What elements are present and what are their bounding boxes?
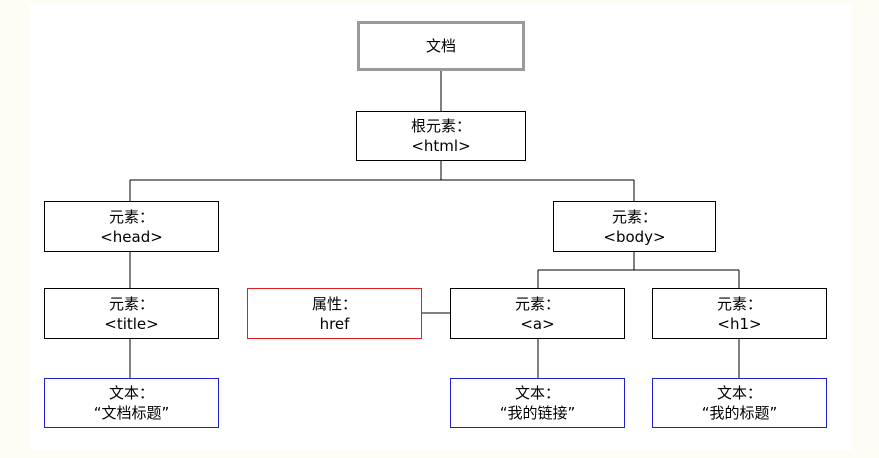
a-text-node: 文本： “我的链接” <box>450 378 625 428</box>
h1-node-tag: <h1> <box>717 314 762 333</box>
html-root-node: 根元素： <html> <box>356 111 526 161</box>
href-node-type: 属性： <box>311 294 357 313</box>
h1-node: 元素： <h1> <box>652 288 827 339</box>
h1-text-node: 文本： “我的标题” <box>652 378 827 428</box>
a-text-type: 文本： <box>514 384 560 402</box>
body-node-type: 元素： <box>611 207 657 226</box>
a-node-tag: <a> <box>520 314 555 333</box>
h1-text-type: 文本： <box>716 384 762 402</box>
title-node-type: 元素： <box>108 294 154 313</box>
head-node-type: 元素： <box>108 207 154 226</box>
title-text-type: 文本： <box>108 384 154 402</box>
head-node-tag: <head> <box>100 227 163 246</box>
title-node-tag: <title> <box>104 314 159 333</box>
title-text-node: 文本： “文档标题” <box>44 378 219 428</box>
title-node: 元素： <title> <box>44 288 219 339</box>
h1-node-type: 元素： <box>716 294 762 313</box>
a-node: 元素： <a> <box>450 288 625 339</box>
html-node-type: 根元素： <box>410 117 471 135</box>
head-node: 元素： <head> <box>44 201 219 252</box>
body-node: 元素： <body> <box>553 201 716 252</box>
body-node-tag: <body> <box>603 227 666 246</box>
html-node-tag: <html> <box>411 137 471 155</box>
href-attribute-node: 属性： href <box>247 288 422 339</box>
href-node-name: href <box>319 314 350 333</box>
a-text-value: “我的链接” <box>499 404 576 422</box>
h1-text-value: “我的标题” <box>701 404 778 422</box>
document-node: 文档 <box>357 21 525 71</box>
title-text-value: “文档标题” <box>93 404 170 422</box>
document-node-label: 文档 <box>425 37 456 55</box>
a-node-type: 元素： <box>514 294 560 313</box>
